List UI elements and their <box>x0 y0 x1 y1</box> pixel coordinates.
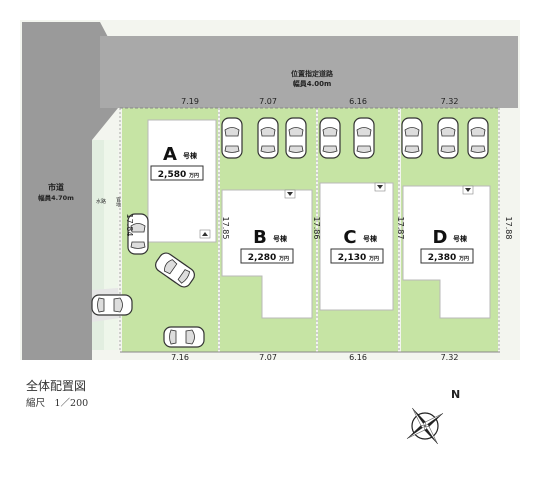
parked-car-icon <box>221 117 243 159</box>
price-box <box>330 248 384 264</box>
plan-scale: 縮尺 1／200 <box>26 398 89 409</box>
parked-car-icon <box>285 117 307 159</box>
east-depth-label: 17.88 <box>504 217 513 240</box>
price-unit: 万円 <box>458 255 469 262</box>
parked-car-icon <box>319 117 341 159</box>
price-box <box>420 248 474 264</box>
parked-car-icon <box>91 294 133 316</box>
lot-suffix: 号棟 <box>273 234 288 243</box>
lot-depth-label: 17.85 <box>221 217 230 240</box>
lot-top-width: 7.32 <box>441 97 459 106</box>
lot-suffix: 号棟 <box>453 234 468 243</box>
house-a <box>147 119 217 243</box>
price-box <box>150 165 204 181</box>
entrance-arrow-c <box>377 185 383 189</box>
lot-depth-label: 17.84 <box>125 214 134 237</box>
north-road-width: 幅員4.00m <box>293 79 332 88</box>
compass-north-label: N <box>451 388 460 401</box>
price-box <box>240 248 294 264</box>
lot-c-letter: C <box>343 227 356 248</box>
lot-bottom-width: 7.07 <box>259 353 277 362</box>
lot-depth-label: 17.87 <box>396 217 405 240</box>
lot-bottom-width: 7.16 <box>171 353 189 362</box>
west-road-name: 市道 <box>48 182 64 192</box>
west-road <box>22 22 118 360</box>
lot-d-letter: D <box>433 227 448 248</box>
price-unit: 万円 <box>368 255 379 262</box>
plan-title: 全体配置図 <box>26 379 87 393</box>
price-unit: 万円 <box>188 172 199 179</box>
official-land-label: 官地 <box>115 196 121 207</box>
house-c <box>319 182 394 311</box>
parked-car-icon <box>437 117 459 159</box>
entrance-arrow-b <box>287 192 293 196</box>
parked-car-icon <box>155 252 195 288</box>
lot-a-letter: A <box>163 144 177 165</box>
parked-car-icon <box>353 117 375 159</box>
west-road-width: 幅員4.70m <box>38 193 74 202</box>
lot-d-price: 2,380 <box>428 253 456 263</box>
lot-bottom-width: 7.32 <box>441 353 459 362</box>
parked-car-icon <box>467 117 489 159</box>
parked-car-icon <box>257 117 279 159</box>
water-label: 水路 <box>96 198 106 205</box>
lot-b-price: 2,280 <box>248 253 276 263</box>
cars-layer <box>91 117 489 348</box>
lot-depth-label: 17.86 <box>312 217 321 240</box>
lot-b-letter: B <box>253 227 267 248</box>
entrance-arrow-d <box>465 188 471 192</box>
lot-suffix: 号棟 <box>363 234 378 243</box>
parked-car-icon <box>401 117 423 159</box>
entrance-arrow-a <box>202 232 208 236</box>
lot-bottom-width: 6.16 <box>349 353 367 362</box>
lot-top-width: 7.07 <box>259 97 277 106</box>
lot-top-width: 6.16 <box>349 97 367 106</box>
north-road <box>100 36 518 108</box>
lot-a-price: 2,580 <box>158 170 186 180</box>
north-road-name: 位置指定道路 <box>291 69 334 78</box>
lot-c-price: 2,130 <box>338 253 366 263</box>
compass-icon: N <box>406 388 460 445</box>
lot-suffix: 号棟 <box>183 151 198 160</box>
parked-car-icon <box>127 213 149 255</box>
lot-top-width: 7.19 <box>181 97 199 106</box>
price-unit: 万円 <box>278 255 289 262</box>
parked-car-icon <box>163 326 205 348</box>
